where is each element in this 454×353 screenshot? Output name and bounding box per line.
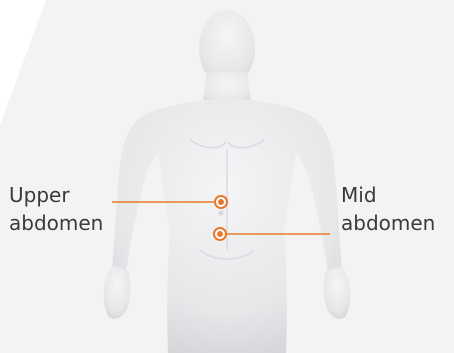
upper-abdomen-label: Upper abdomen	[9, 181, 103, 237]
upper-abdomen-label-line2: abdomen	[9, 209, 103, 237]
mid-abdomen-label-line2: abdomen	[341, 209, 435, 237]
mid-abdomen-marker	[214, 228, 226, 240]
upper-abdomen-label-line1: Upper	[9, 181, 103, 209]
mid-abdomen-label: Mid abdomen	[341, 181, 435, 237]
navel	[219, 211, 224, 216]
mid-abdomen-label-line1: Mid	[341, 181, 435, 209]
upper-abdomen-marker	[215, 196, 227, 208]
